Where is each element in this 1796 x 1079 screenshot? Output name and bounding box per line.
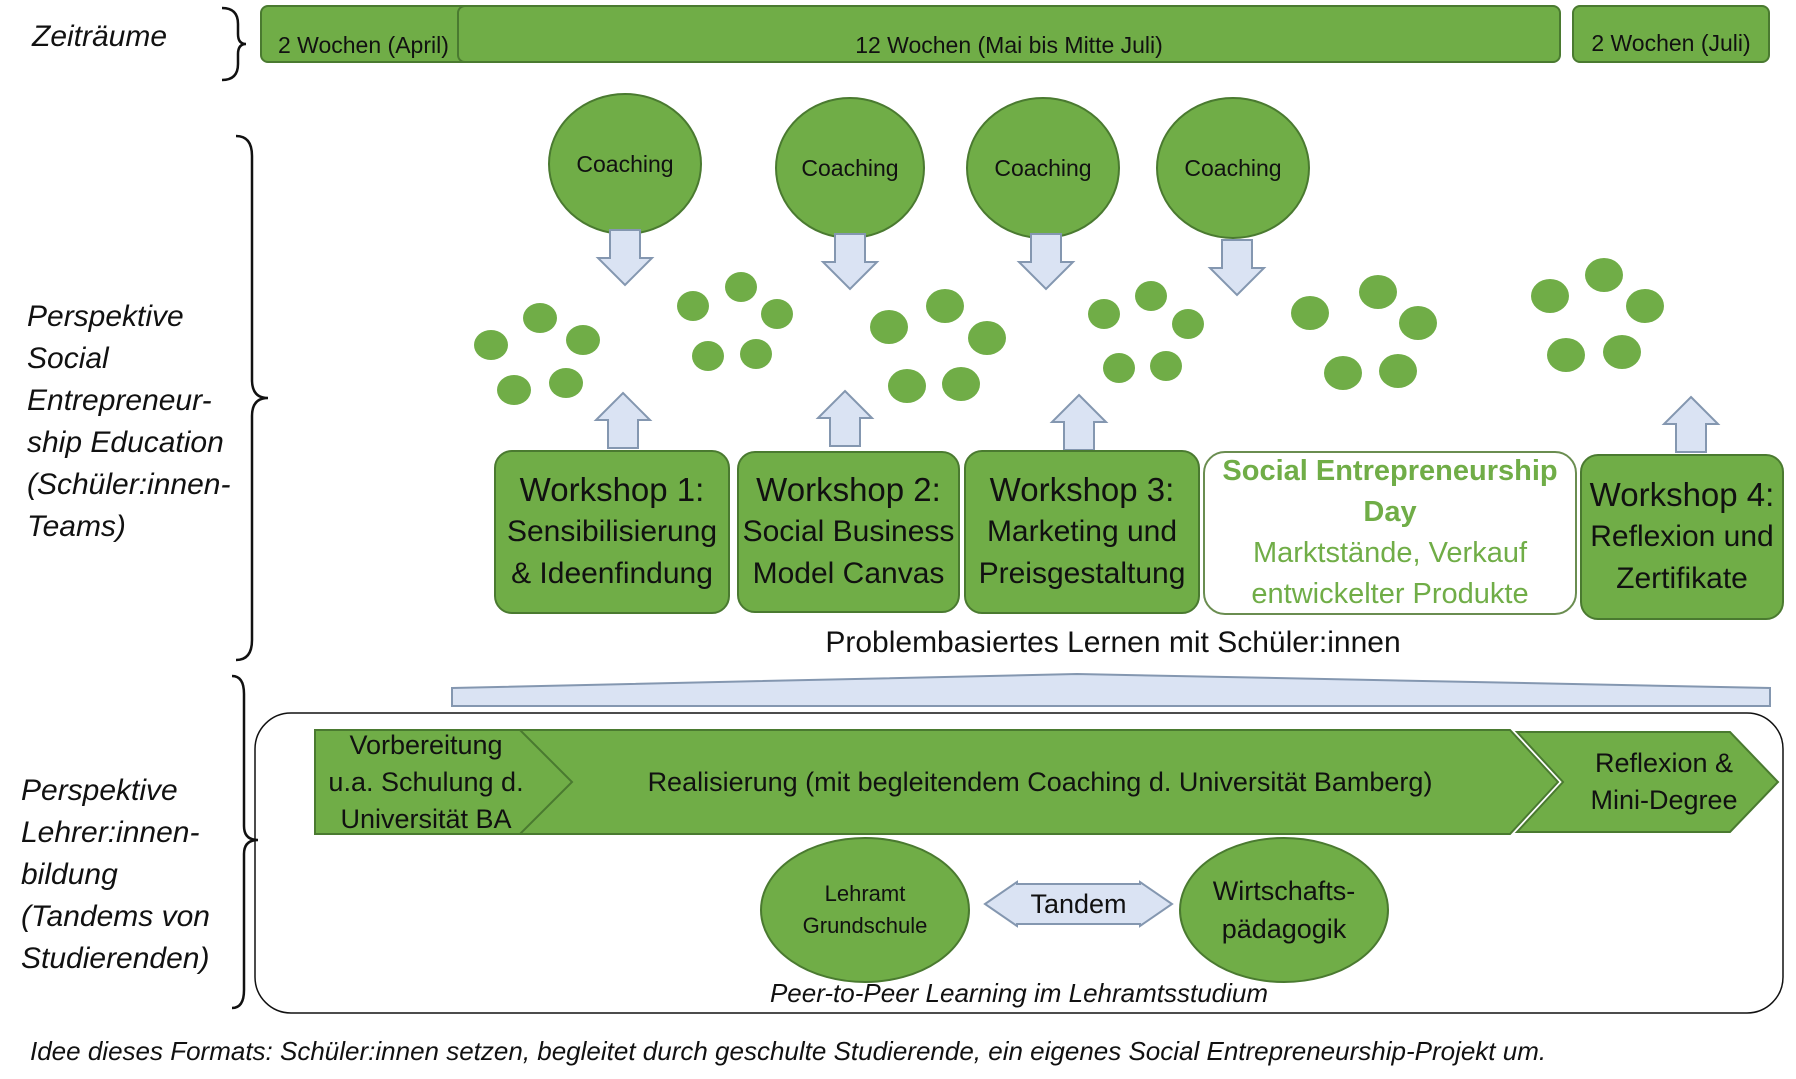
timeline-bar-mai-juli	[457, 5, 1561, 63]
tandem-double-arrow	[983, 880, 1174, 928]
process-label-vorbereitung: Vorbereitung u.a. Schulung d. Universitä…	[315, 728, 537, 836]
process-line: Mini-Degree	[1590, 785, 1738, 815]
label-line: (Schüler:innen-	[27, 468, 231, 501]
process-arrow-vorbereitung	[314, 729, 574, 835]
down-arrow-3	[1016, 233, 1076, 291]
label-line: Perspektive	[27, 300, 184, 333]
label-zeitraeume: Zeiträume	[32, 20, 168, 53]
workshop-4-title: Workshop 4:	[1589, 476, 1775, 513]
process-line: Universität BA	[340, 803, 512, 834]
process-arrow-reflexion	[1514, 731, 1780, 833]
peer-caption: Peer-to-Peer Learning im Lehramtsstudium	[769, 978, 1269, 1008]
workshop-2-title: Workshop 2:	[756, 471, 941, 508]
coaching-label-1: Coaching	[576, 150, 674, 177]
label-line: ship Education	[27, 426, 224, 459]
workshop-3: Workshop 3: Marketing und Preisgestaltun…	[964, 450, 1200, 614]
label-line: Social	[27, 342, 109, 375]
tandem-line: Lehramt	[824, 881, 906, 906]
workshop-4-line: Reflexion und	[1590, 520, 1774, 553]
pbl-bracket	[451, 672, 1771, 707]
brace-social-entrepreneurship	[235, 134, 269, 662]
label-line: bildung	[21, 858, 118, 891]
se-day-line: entwickelter Produkte	[1251, 578, 1529, 610]
workshop-4-line: Zertifikate	[1616, 562, 1748, 595]
workshop-1-line: Sensibilisierung	[506, 515, 718, 548]
se-day-title-line2: Day	[1363, 496, 1417, 528]
team-dots-2	[677, 272, 793, 371]
team-dots-1	[474, 303, 600, 405]
tandem-label-center: Tandem	[1030, 888, 1127, 919]
label-line: Teams)	[27, 510, 126, 543]
down-arrow-4	[1207, 239, 1267, 297]
label-line: Entrepreneur-	[27, 384, 212, 417]
up-arrow-1	[593, 391, 653, 449]
tandem-line: Wirtschafts-	[1212, 876, 1356, 906]
process-line: Vorbereitung	[349, 729, 503, 760]
team-dots-3	[870, 289, 1006, 403]
tandem-ellipse-lehramt	[760, 837, 970, 983]
workshop-3-line: Marketing und	[986, 515, 1178, 548]
timeline-label-april: 2 Wochen (April)	[278, 32, 449, 58]
footer-note: Idee dieses Formats: Schüler:innen setze…	[30, 1036, 1547, 1066]
up-arrow-2	[815, 389, 875, 447]
tandem-ellipse-wirtschaft	[1179, 837, 1389, 983]
process-line: Reflexion &	[1594, 748, 1734, 778]
down-arrow-1	[595, 229, 655, 287]
workshop-1: Workshop 1: Sensibilisierung & Ideenfind…	[494, 450, 730, 614]
lehrerbildung-frame	[254, 712, 1784, 1014]
process-line: u.a. Schulung d.	[328, 766, 524, 797]
down-arrow-2	[820, 233, 880, 291]
up-arrow-3	[1049, 393, 1109, 451]
social-entrepreneurship-day: Social Entrepreneurship Day Marktstände,…	[1203, 451, 1577, 615]
label-line: (Tandems von	[21, 900, 210, 933]
workshop-3-title: Workshop 3:	[989, 471, 1175, 508]
timeline-label-mai-juli: 12 Wochen (Mai bis Mitte Juli)	[855, 32, 1163, 58]
team-dots-4	[1088, 281, 1204, 383]
tandem-line: pädagogik	[1221, 914, 1347, 944]
tandem-label-lehramt: Lehramt Grundschule	[761, 862, 969, 958]
se-day-title: Social Entrepreneurship	[1222, 455, 1558, 487]
workshop-4: Workshop 4: Reflexion und Zertifikate	[1580, 454, 1784, 620]
brace-lehrerbildung	[231, 674, 259, 1010]
label-line: Lehrer:innen-	[21, 816, 200, 849]
coaching-label-4: Coaching	[1184, 154, 1282, 181]
up-arrow-4	[1661, 395, 1721, 453]
workshop-2-line: Social Business	[742, 515, 955, 548]
brace-zeitraeume	[221, 6, 247, 82]
pbl-caption: Problembasiertes Lernen mit Schüler:inne…	[825, 626, 1401, 659]
label-line: Perspektive	[21, 774, 178, 807]
team-dots-5	[1291, 275, 1437, 390]
se-day-line: Marktstände, Verkauf	[1252, 537, 1528, 569]
coaching-circle-4	[1156, 97, 1310, 239]
label-line: Studierenden)	[21, 942, 210, 975]
coaching-label-2: Coaching	[801, 154, 899, 181]
workshop-2-line: Model Canvas	[752, 557, 945, 590]
process-label-reflexion: Reflexion & Mini-Degree	[1560, 732, 1768, 832]
workshop-3-line: Preisgestaltung	[978, 557, 1186, 590]
label-perspektive-see: Perspektive Social Entrepreneur- ship Ed…	[27, 296, 230, 548]
team-dots-6	[1531, 258, 1664, 372]
tandem-line: Grundschule	[802, 913, 928, 938]
workshop-2: Workshop 2: Social Business Model Canvas	[737, 451, 960, 613]
tandem-label-wirtschaft: Wirtschafts- pädagogik	[1180, 862, 1388, 958]
process-label-realisierung: Realisierung (mit begleitendem Coaching …	[647, 766, 1433, 797]
workshop-1-title: Workshop 1:	[519, 471, 705, 508]
coaching-label-3: Coaching	[994, 154, 1092, 181]
label-perspektive-lehrer: Perspektive Lehrer:innen- bildung (Tande…	[21, 770, 210, 980]
timeline-label-juli: 2 Wochen (Juli)	[1591, 30, 1751, 56]
timeline-bar-juli	[1572, 5, 1770, 63]
workshop-1-line: & Ideenfindung	[511, 557, 713, 590]
